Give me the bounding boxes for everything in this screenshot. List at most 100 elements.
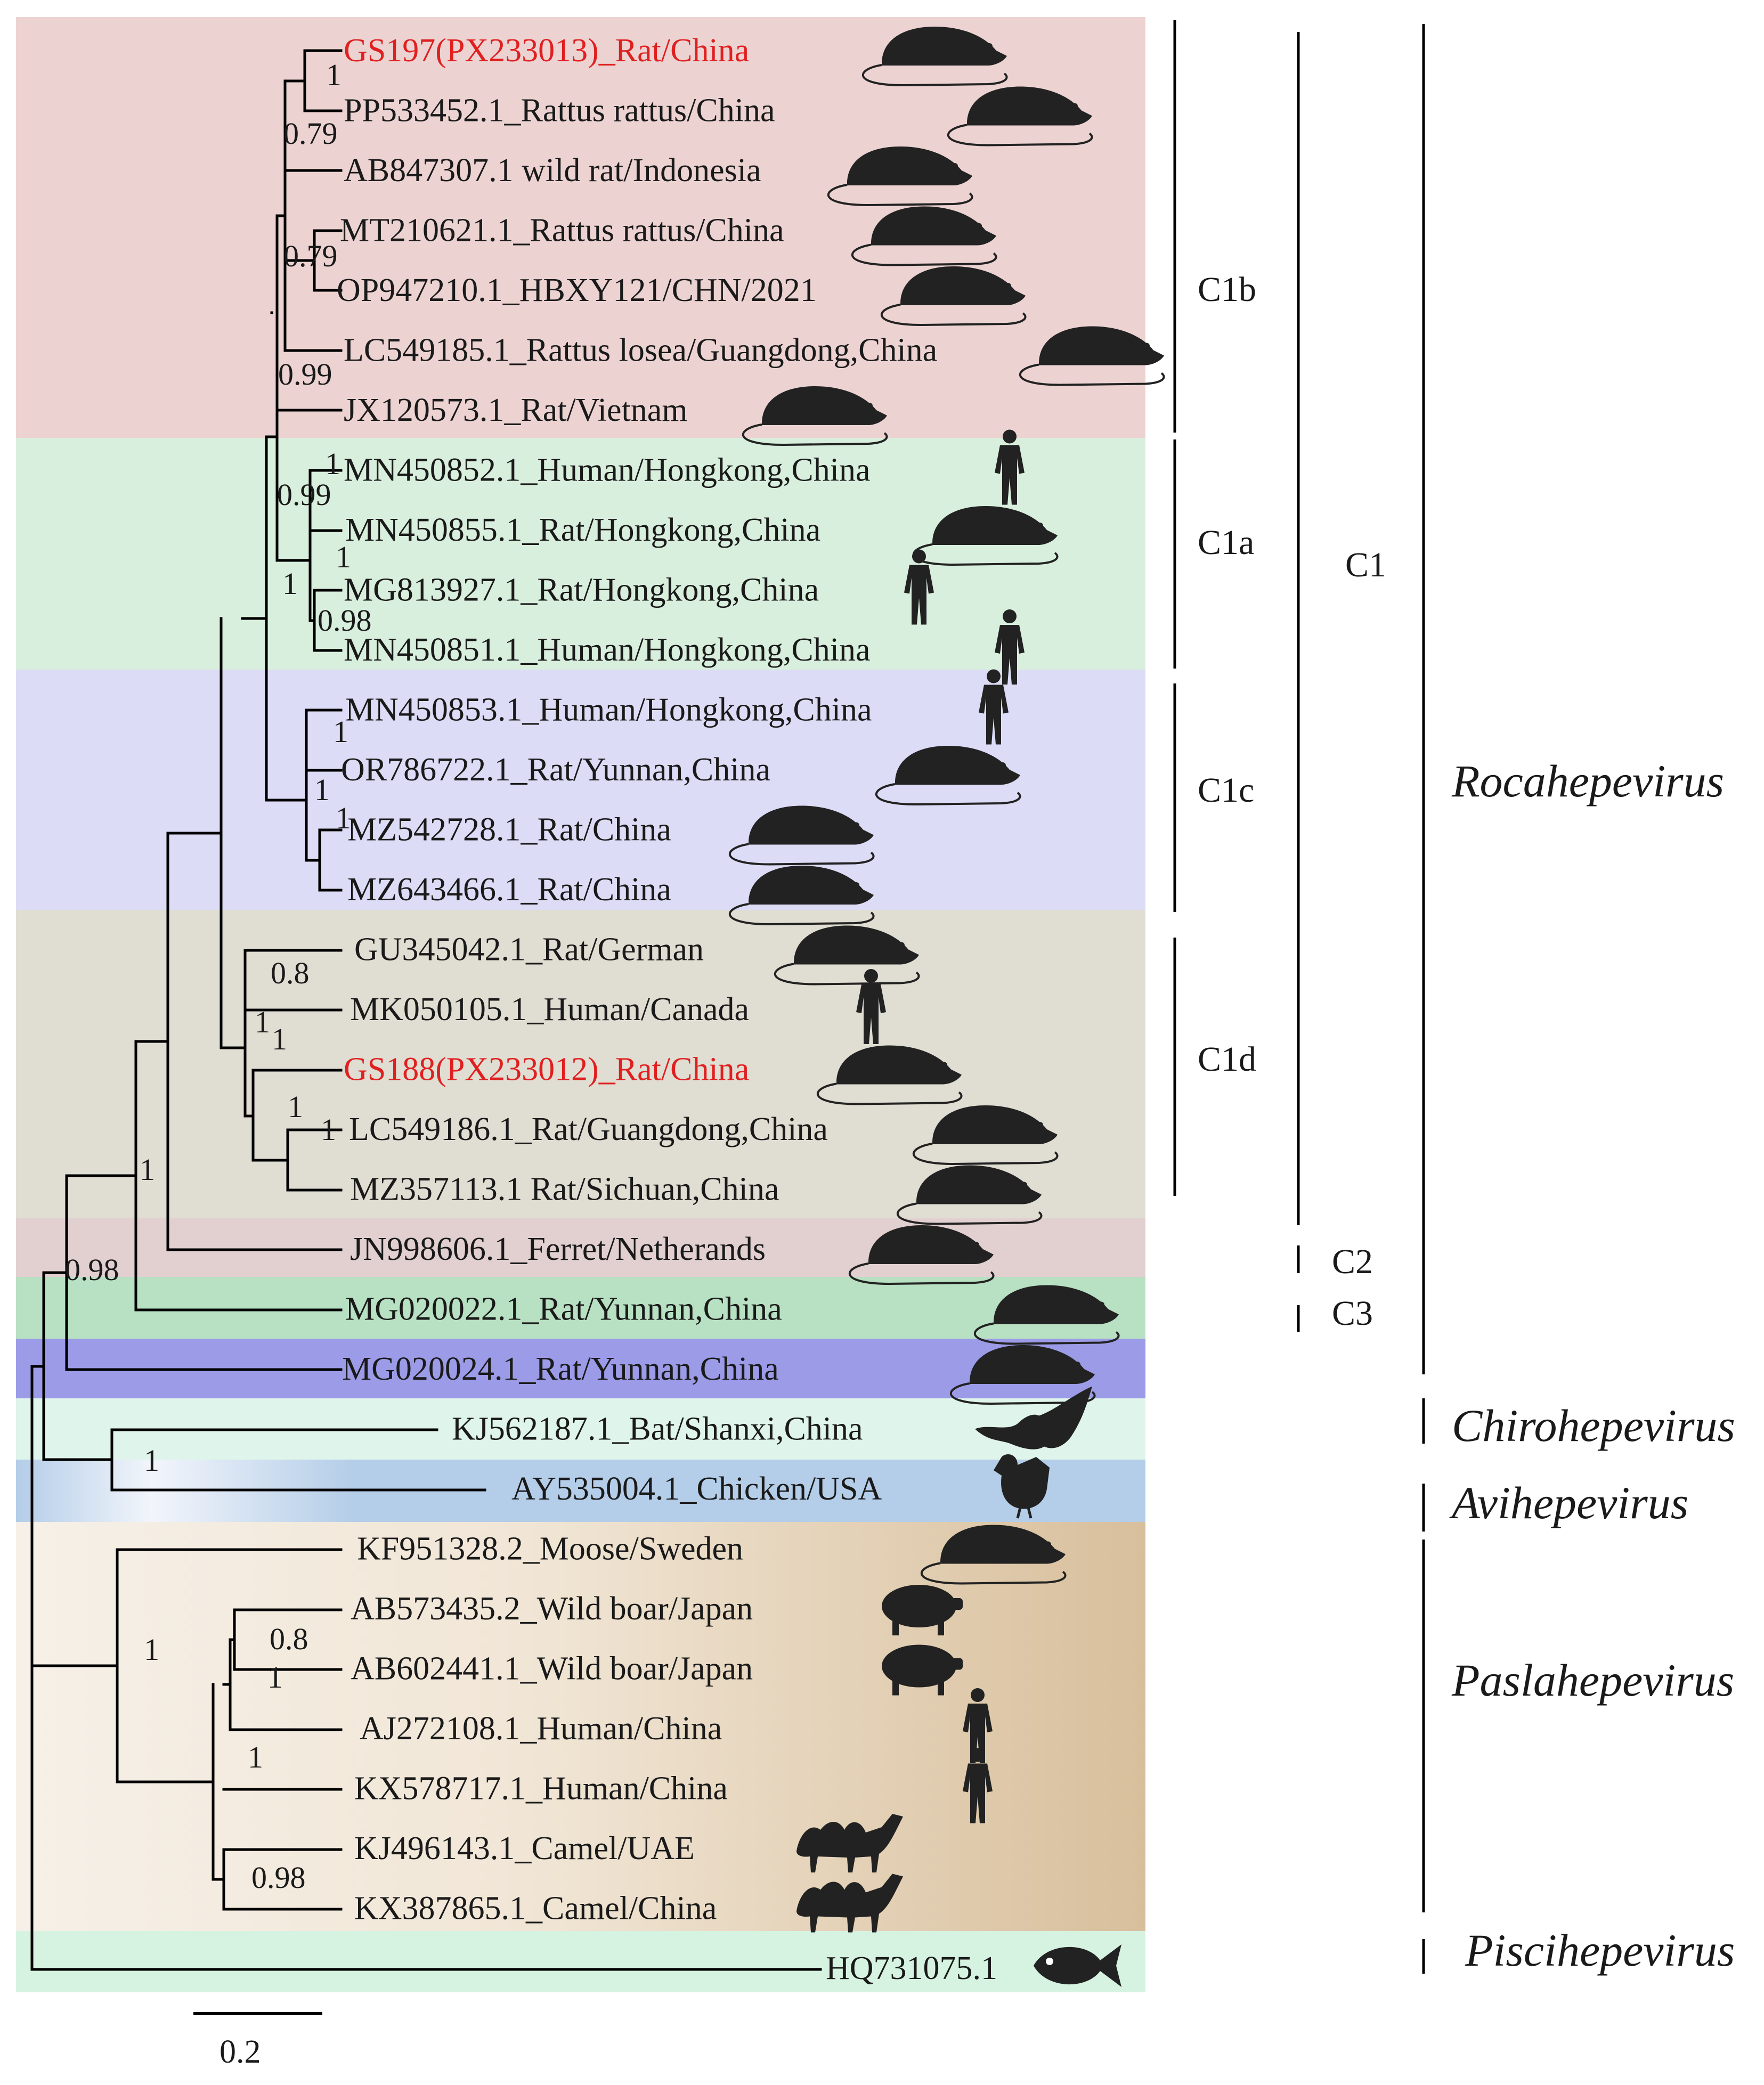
- rat-icon: [742, 386, 888, 446]
- piscihepevirus-band: [16, 1931, 1145, 1992]
- support-value: 1: [248, 1740, 263, 1774]
- clade-brackets: C1bC1aC1cC1dC1C2C3RocahepevirusChirohepe…: [1173, 20, 1735, 1976]
- tree-branches: [30, 49, 822, 1971]
- rat-icon: [947, 86, 1093, 146]
- leaf-label: GS188(PX233012)_Rat/China: [344, 1052, 749, 1088]
- leaf-label: AJ272108.1_Human/China: [360, 1711, 722, 1747]
- pig-icon: [882, 1585, 963, 1635]
- leaf-label: MN450853.1_Human/Hongkong,China: [345, 692, 872, 728]
- human-icon: [856, 969, 886, 1044]
- rat-icon: [848, 1225, 995, 1285]
- leaf-label: KF951328.2_Moose/Sweden: [357, 1531, 743, 1567]
- support-value: 1: [326, 58, 342, 92]
- leaf-label: KJ496143.1_Camel/UAE: [354, 1830, 695, 1867]
- leaf-label: LC549185.1_Rattus losea/Guangdong,China: [344, 332, 937, 369]
- human-icon: [979, 669, 1009, 745]
- c1c-band: [16, 670, 1145, 910]
- support-value: 0.8: [271, 956, 310, 990]
- leaf-label: LC549186.1_Rat/Guangdong,China: [349, 1111, 828, 1147]
- leaf-label: MG020024.1_Rat/Yunnan,China: [342, 1351, 779, 1387]
- fish-icon: [1034, 1944, 1121, 1987]
- rat-icon: [896, 1165, 1043, 1225]
- subclade-label: C1a: [1198, 523, 1254, 562]
- rat-icon: [774, 925, 920, 986]
- human-icon: [995, 609, 1025, 685]
- leaf-label: MK050105.1_Human/Canada: [350, 991, 749, 1028]
- leaf-label: MZ542728.1_Rat/China: [347, 812, 671, 848]
- support-value: 1: [336, 540, 351, 574]
- scale-bar-label: 0.2: [220, 2034, 261, 2070]
- subclade-label: C1b: [1198, 270, 1256, 309]
- rat-icon: [816, 1045, 963, 1105]
- leaf-label: GS197(PX233013)_Rat/China: [344, 32, 749, 69]
- genus-label: Rocahepevirus: [1451, 755, 1724, 807]
- support-value: 0.8: [270, 1622, 308, 1656]
- clade-label: C2: [1332, 1242, 1373, 1281]
- support-value: 1: [336, 801, 351, 835]
- rat-icon: [912, 506, 1059, 566]
- rat-icon: [827, 146, 973, 207]
- support-value: 1: [325, 446, 340, 481]
- rat-icon: [851, 206, 997, 266]
- support-value: 0.98: [318, 603, 372, 638]
- paslahepevirus-band: [16, 1522, 1145, 1931]
- support-value: 0.79: [283, 116, 338, 151]
- rat-icon: [728, 866, 875, 926]
- leaf-label: AB573435.2_Wild boar/Japan: [351, 1591, 753, 1627]
- support-value: 1: [282, 566, 298, 601]
- leaf-label: JX120573.1_Rat/Vietnam: [344, 392, 688, 428]
- leaf-labels: GS197(PX233013)_Rat/ChinaPP533452.1_Ratt…: [337, 32, 997, 1986]
- support-value: 1: [140, 1152, 155, 1187]
- rat-icon: [875, 746, 1021, 806]
- camel-icon: [796, 1874, 903, 1933]
- support-value: 1: [314, 772, 330, 807]
- support-value: 1: [255, 1005, 270, 1039]
- chicken-icon: [994, 1454, 1050, 1519]
- rat-icon: [728, 805, 875, 866]
- rat-icon: [1019, 326, 1165, 386]
- leaf-label: MZ357113.1 Rat/Sichuan,China: [350, 1171, 779, 1208]
- genus-label: Piscihepevirus: [1465, 1925, 1735, 1976]
- camel-icon: [796, 1814, 903, 1872]
- human-icon: [963, 1748, 993, 1823]
- scale-bar: 0.2: [193, 2012, 322, 2070]
- support-value: 0.98: [65, 1252, 119, 1287]
- leaf-label: MN450855.1_Rat/Hongkong,China: [345, 512, 820, 548]
- genus-label: Avihepevirus: [1449, 1477, 1688, 1528]
- support-value: 0.99: [278, 357, 332, 392]
- clade-label: C1: [1345, 545, 1386, 584]
- human-icon: [904, 549, 934, 625]
- clade-label: C3: [1332, 1294, 1373, 1333]
- leaf-label: GU345042.1_Rat/German: [354, 932, 704, 968]
- support-value: 0.79: [283, 239, 338, 273]
- host-icons: [728, 27, 1165, 1987]
- support-value: 1: [144, 1443, 159, 1478]
- leaf-label: PP533452.1_Rattus rattus/China: [344, 93, 775, 129]
- rat-icon: [880, 266, 1027, 327]
- pig-icon: [882, 1644, 963, 1696]
- support-value: 0.98: [251, 1860, 306, 1895]
- leaf-label: MT210621.1_Rattus rattus/China: [340, 213, 784, 249]
- leaf-label: MG020022.1_Rat/Yunnan,China: [345, 1291, 782, 1327]
- subclade-label: C1d: [1198, 1040, 1256, 1079]
- leaf-label: OR786722.1_Rat/Yunnan,China: [341, 752, 770, 788]
- leaf-label: JN998606.1_Ferret/Netherands: [350, 1231, 766, 1267]
- support-value: 1: [321, 1112, 336, 1147]
- bat-icon: [975, 1386, 1092, 1449]
- leaf-label: KX387865.1_Camel/China: [354, 1891, 717, 1927]
- human-icon: [995, 429, 1025, 505]
- support-value: 1: [267, 1660, 283, 1695]
- leaf-label: AY535004.1_Chicken/USA: [511, 1471, 882, 1507]
- support-value: 0.99: [277, 477, 331, 512]
- c1a-band: [16, 438, 1145, 670]
- leaf-label: MG813927.1_Rat/Hongkong,China: [344, 572, 819, 608]
- leaf-label: MZ643466.1_Rat/China: [347, 872, 671, 908]
- rat-icon: [861, 27, 1008, 87]
- subclade-label: C1c: [1198, 771, 1254, 810]
- leaf-label: MN450851.1_Human/Hongkong,China: [344, 632, 871, 668]
- leaf-label: OP947210.1_HBXY121/CHN/2021: [337, 272, 817, 308]
- leaf-label: AB602441.1_Wild boar/Japan: [351, 1651, 753, 1687]
- leaf-label: HQ731075.1: [826, 1950, 997, 1986]
